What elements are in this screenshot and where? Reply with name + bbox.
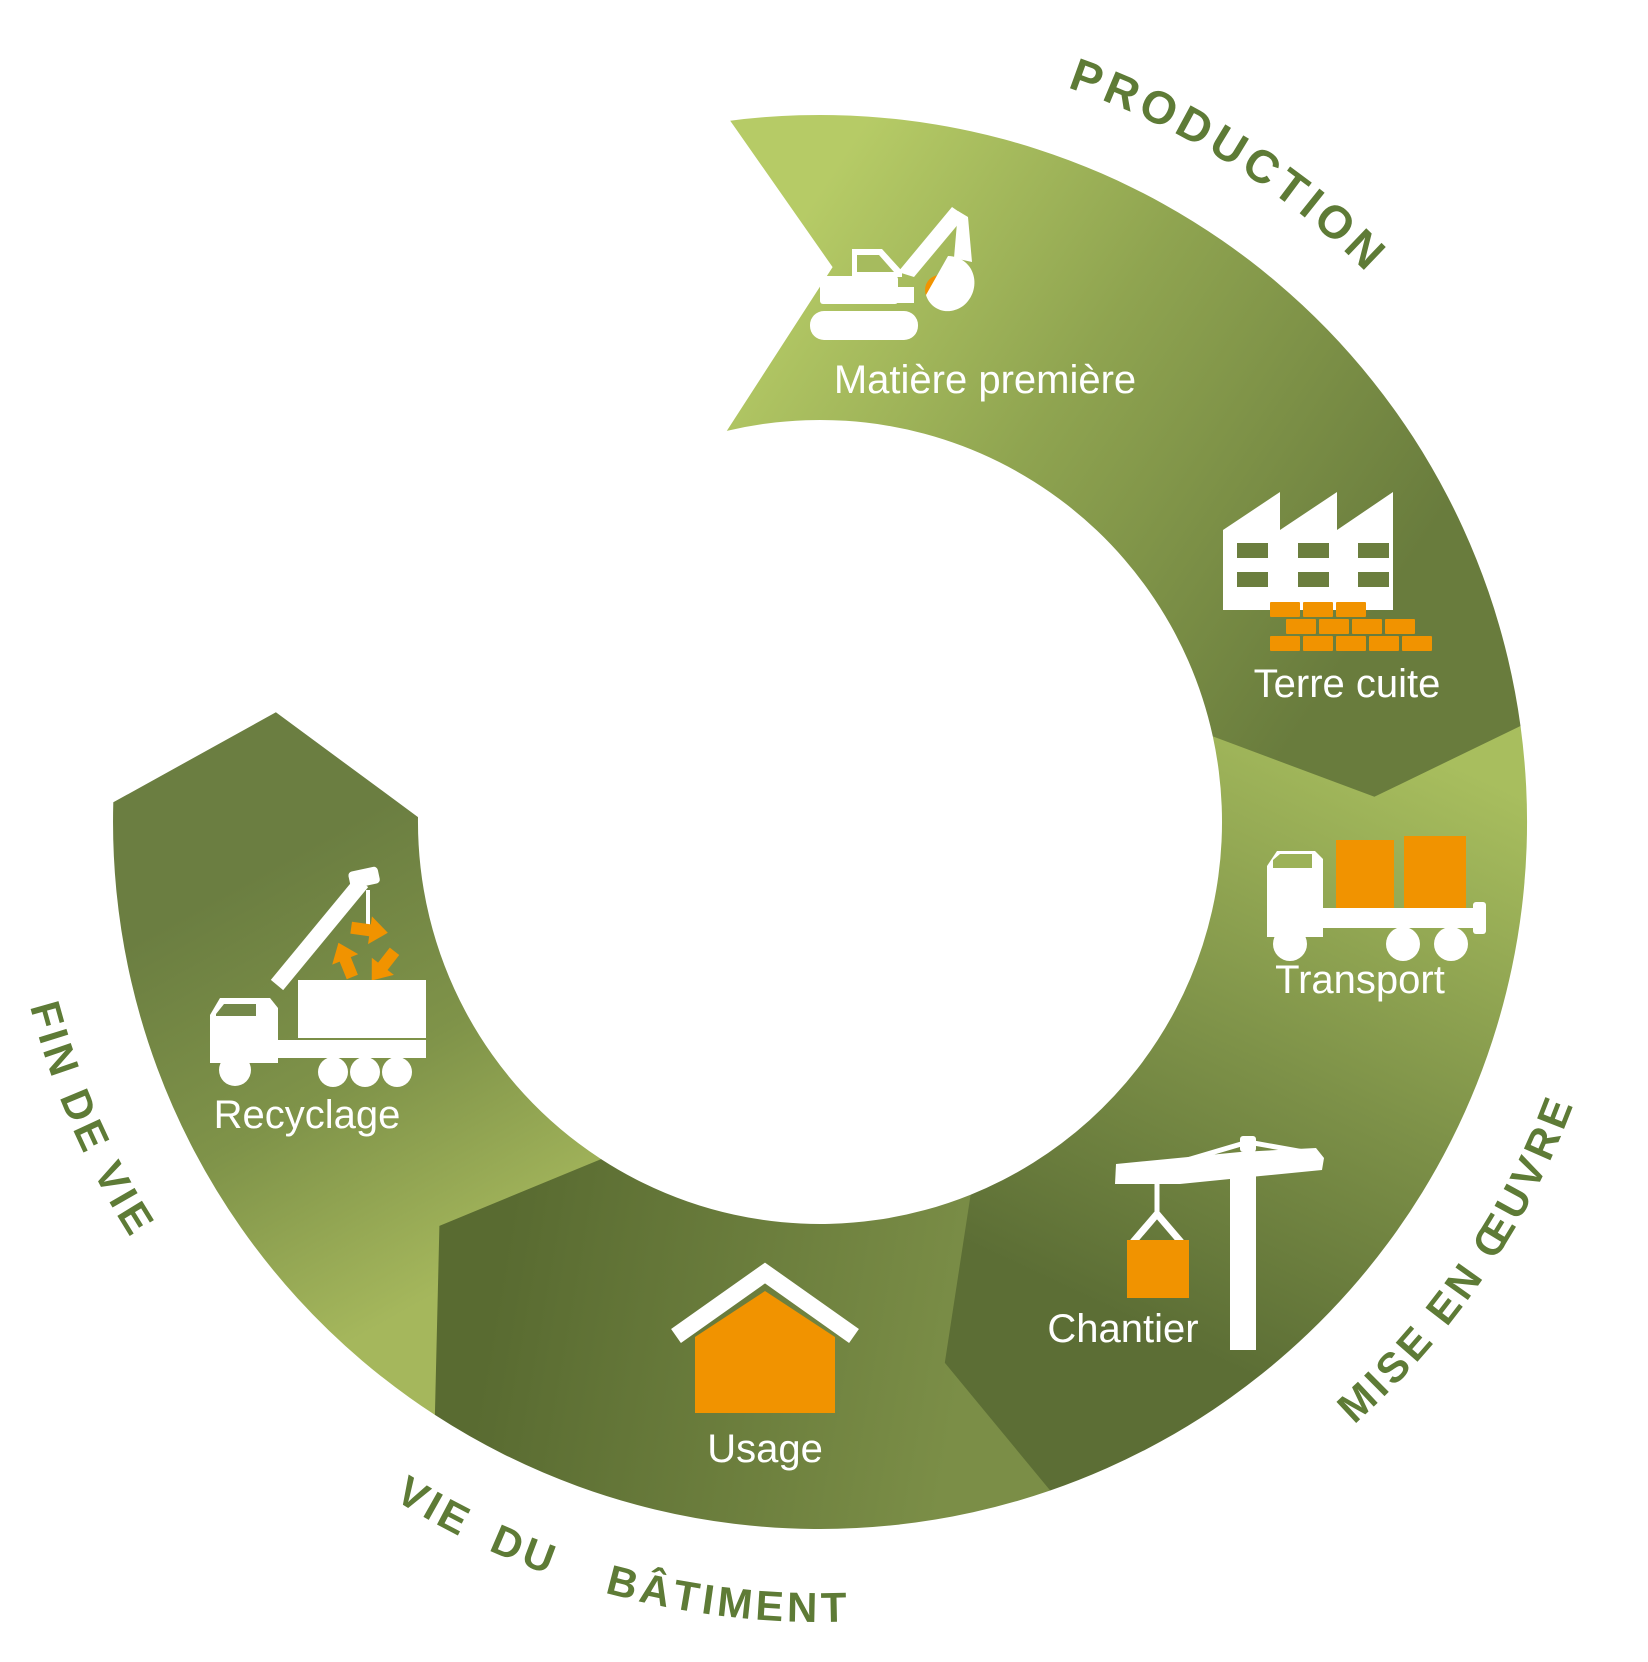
- step-label-chantier: Chantier: [1047, 1307, 1198, 1351]
- step-label-usage: Usage: [707, 1427, 823, 1471]
- truck-bed: [1323, 908, 1475, 928]
- truck-icon: [1267, 836, 1486, 961]
- crane-mast: [1230, 1158, 1256, 1350]
- truck-wheel: [1386, 927, 1420, 961]
- recycling-chassis: [210, 1040, 426, 1058]
- factory-icon: [1223, 492, 1432, 651]
- excavator-arm: [954, 211, 972, 262]
- factory-windows: [1237, 543, 1389, 587]
- recycling-cab-window: [216, 1004, 256, 1016]
- excavator-bucket: [926, 256, 975, 312]
- excavator-icon: [810, 207, 975, 340]
- truck-cab-window: [1273, 854, 1312, 868]
- excavator-body-step: [896, 287, 914, 303]
- recycle-symbol: [321, 916, 408, 992]
- step-labels: Matière première Terre cuite Transport C…: [214, 358, 1445, 1471]
- recycling-boom-tip: [348, 866, 380, 889]
- recycling-wheel: [350, 1057, 380, 1087]
- recycling-wheel: [318, 1057, 348, 1087]
- truck-tail: [1473, 902, 1486, 934]
- crane-jib: [1115, 1148, 1324, 1184]
- truck-cargo-box: [1336, 840, 1394, 908]
- recycling-wheel: [219, 1054, 251, 1086]
- recycling-wheel: [382, 1057, 412, 1087]
- truck-wheel: [1273, 927, 1307, 961]
- excavator-tracks: [810, 311, 918, 340]
- crane-icon: [1115, 1136, 1324, 1350]
- step-label-transport: Transport: [1275, 958, 1445, 1002]
- crane-load: [1127, 1240, 1189, 1298]
- brick-stack: [1270, 602, 1432, 651]
- recycling-boom: [270, 876, 369, 991]
- truck-cargo-box: [1404, 836, 1466, 908]
- excavator-body: [820, 276, 898, 304]
- excavator-boom: [898, 207, 965, 277]
- house-roof: [671, 1262, 859, 1343]
- recycling-truck-icon: [210, 866, 426, 1087]
- step-label-matiere-premiere: Matière première: [834, 358, 1136, 402]
- excavator-cab-window: [857, 255, 894, 272]
- crane-tie-rods: [1159, 1139, 1316, 1171]
- house-icon: [671, 1262, 859, 1413]
- recycle-arrow: [350, 916, 388, 945]
- crane-sling: [1130, 1211, 1184, 1245]
- step-label-terre-cuite: Terre cuite: [1254, 662, 1441, 706]
- recycling-bed: [298, 980, 426, 1038]
- house-body: [695, 1291, 835, 1413]
- truck-wheel: [1434, 927, 1468, 961]
- truck-cab: [1267, 851, 1323, 937]
- step-label-recyclage: Recyclage: [214, 1093, 401, 1137]
- phase-label-fin-de-vie: FIN DE VIE: [21, 996, 165, 1246]
